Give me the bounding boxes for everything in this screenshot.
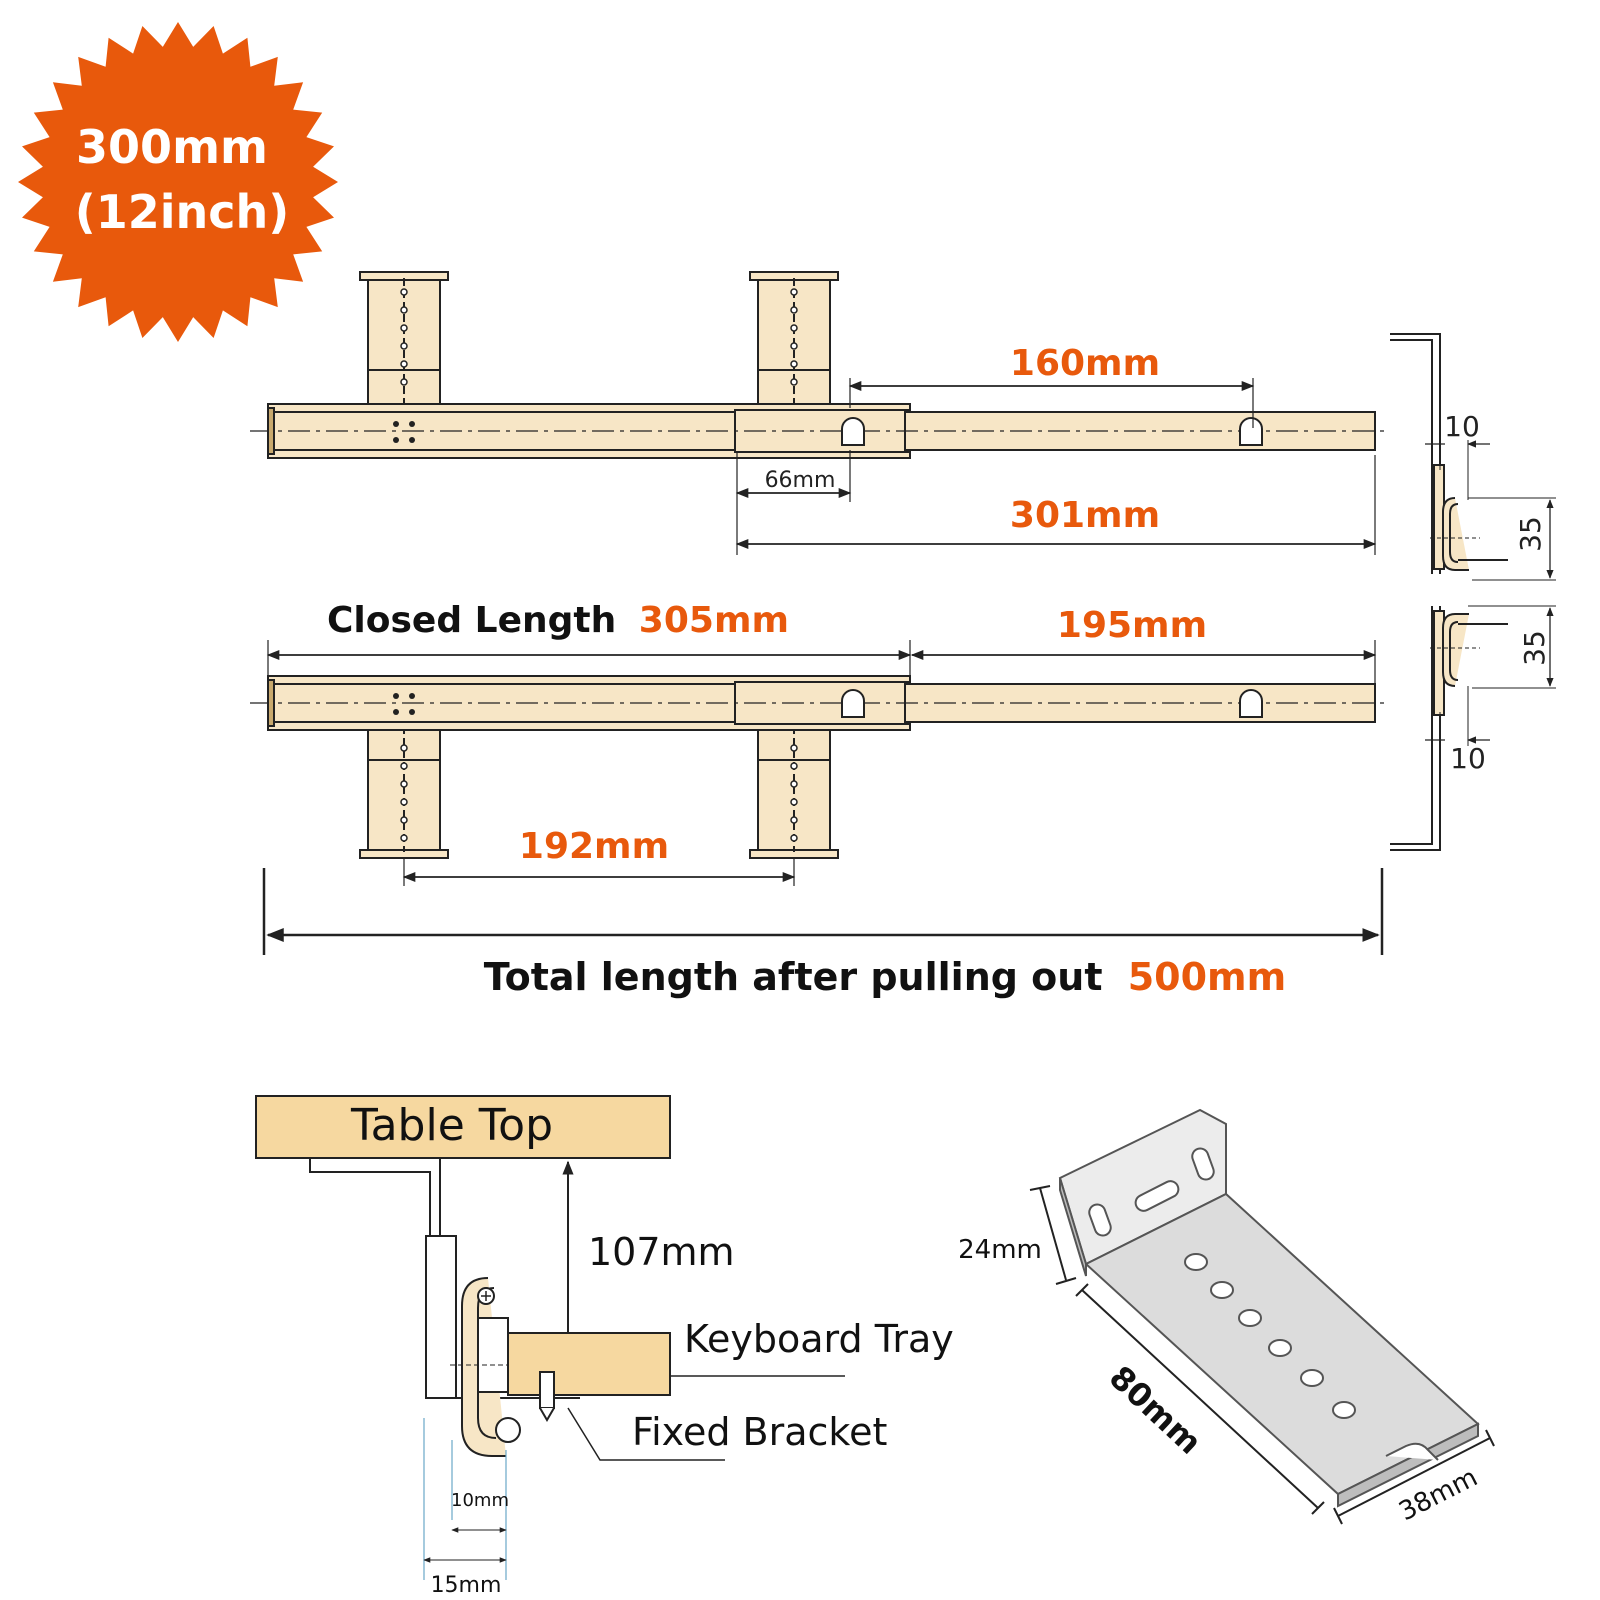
height-107mm: 107mm	[588, 1230, 735, 1274]
closed-length-label: Closed Length 305mm	[327, 600, 789, 641]
dim-66mm: 66mm	[765, 468, 836, 493]
dim-192mm: 192mm	[519, 826, 669, 867]
table-top-board	[255, 1095, 671, 1159]
gap-10mm: 10mm	[451, 1490, 509, 1511]
bottom-view	[250, 640, 1390, 886]
size-badge: 300mm (12inch)	[18, 22, 338, 342]
badge-size-mm: 300mm	[76, 120, 268, 174]
bracket-length-80mm: 80mm	[1102, 1358, 1209, 1462]
gap-15mm: 15mm	[431, 1573, 502, 1598]
dim-160mm: 160mm	[1010, 343, 1160, 384]
profile-bottom	[1390, 605, 1556, 851]
closed-length-value: 305mm	[639, 600, 789, 641]
total-length-label: Total length after pulling out 500mm	[484, 955, 1287, 999]
profile-top	[1390, 333, 1556, 581]
profile-top-width: 10	[1444, 410, 1480, 443]
profile-top-height: 35	[1514, 516, 1547, 552]
dim-195mm: 195mm	[1057, 605, 1207, 646]
total-length-value: 500mm	[1128, 955, 1287, 999]
total-length-dimension	[262, 868, 1384, 955]
keyboard-tray-label: Keyboard Tray	[684, 1317, 954, 1361]
badge-size-inch: (12inch)	[75, 185, 290, 239]
metal-bracket-illustration	[1029, 1108, 1495, 1525]
installation-section	[255, 1095, 845, 1580]
fixed-bracket-label: Fixed Bracket	[632, 1410, 887, 1454]
top-view	[250, 271, 1390, 555]
keyboard-tray-board	[507, 1332, 671, 1396]
ball-bearing-icon	[495, 1417, 521, 1443]
profile-bottom-width: 10	[1450, 742, 1486, 775]
dim-301mm: 301mm	[1010, 495, 1160, 536]
starburst-badge-icon	[18, 22, 338, 342]
bracket-width-24mm: 24mm	[958, 1235, 1042, 1265]
table-top-label: Table Top	[350, 1100, 553, 1151]
profile-bottom-height: 35	[1518, 630, 1551, 666]
